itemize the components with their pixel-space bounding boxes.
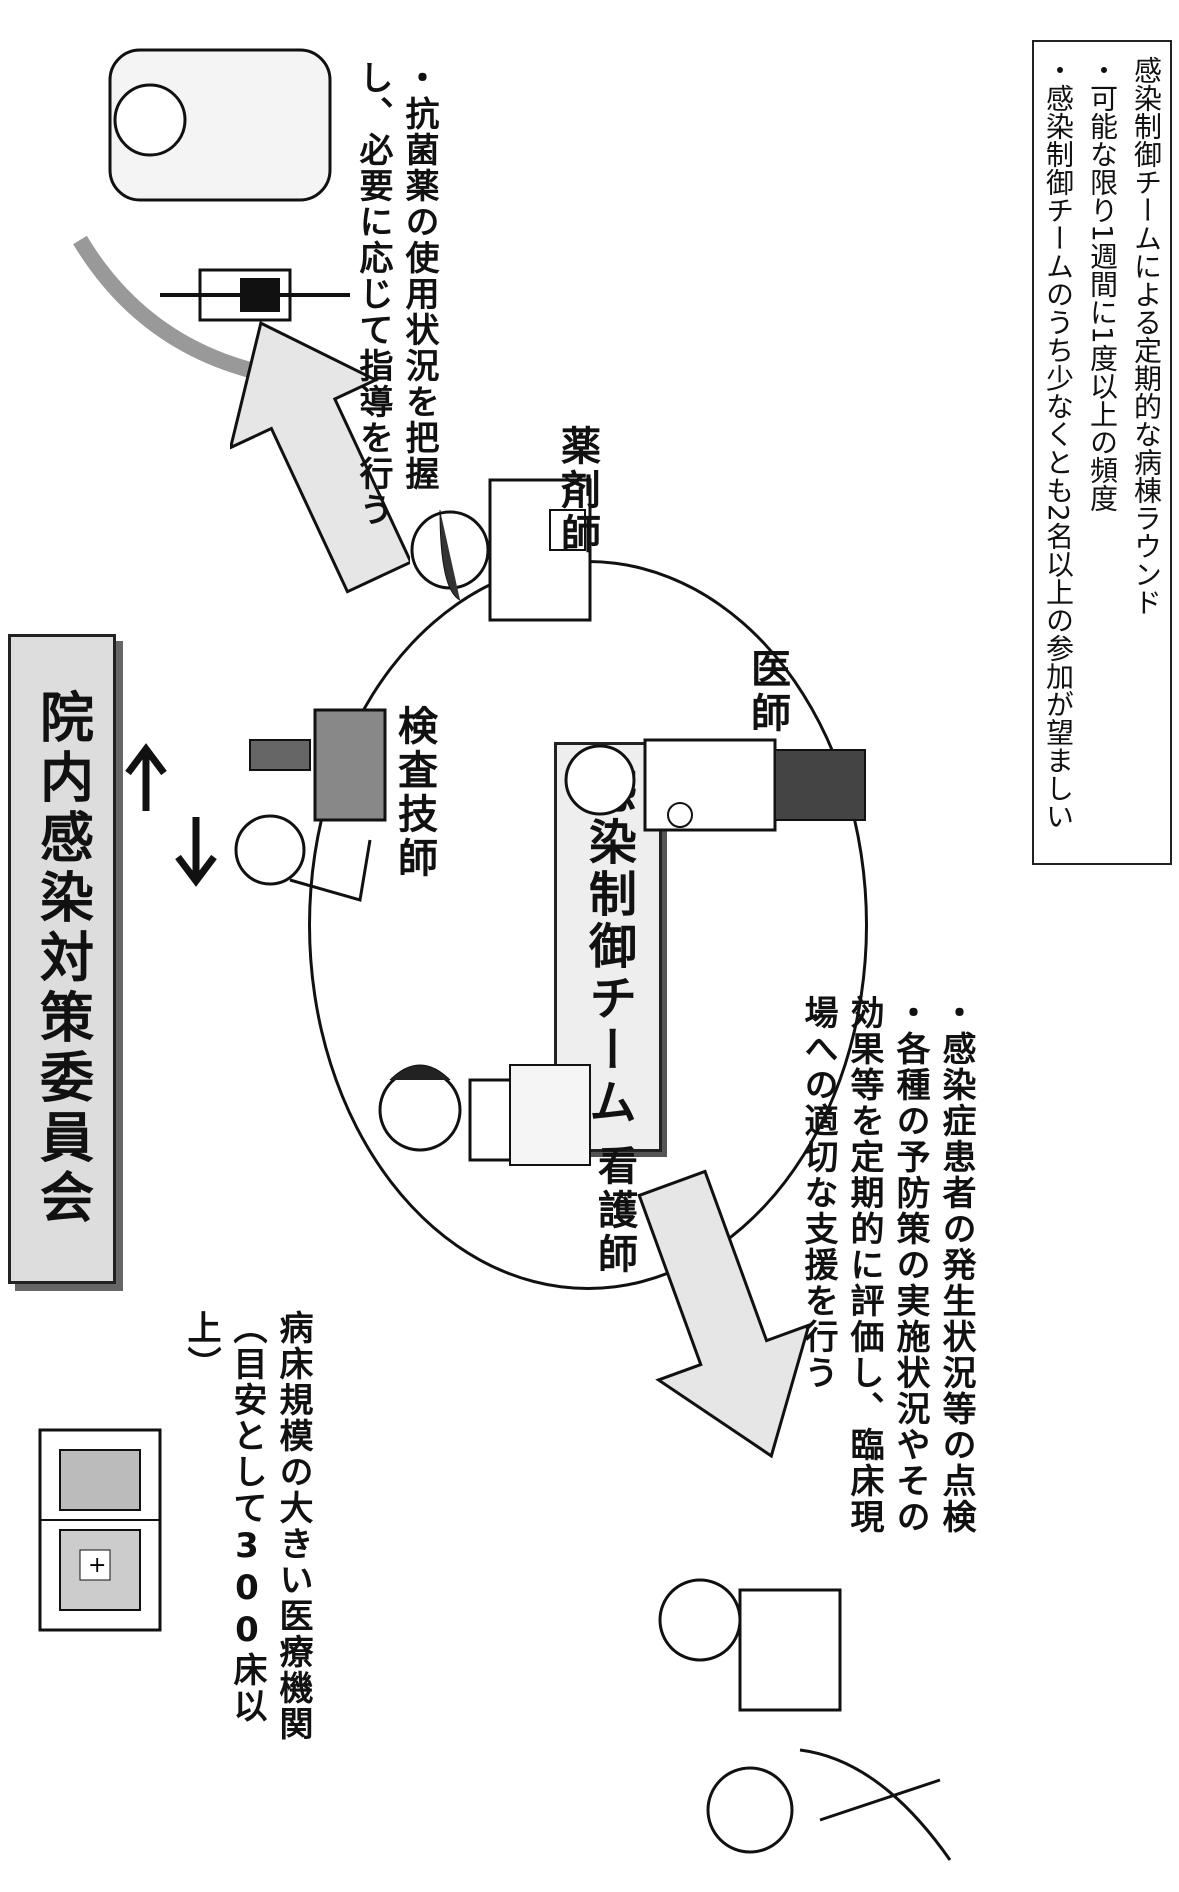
- team-note-line2: ・各種の予防策の実施状況やその: [890, 995, 930, 1535]
- info-line1: 感染制御チームによる定期的な病棟ラウンド: [1130, 56, 1163, 616]
- pharmacist-note-line2: し、必要に応じて指導を行う: [353, 60, 393, 528]
- team-note-line3: 効果等を定期的に評価し、臨床現: [844, 995, 884, 1535]
- team-note-line1: ・感染症患者の発生状況等の点検: [936, 995, 976, 1535]
- role-pharmacist: 薬剤師: [554, 425, 600, 557]
- up-arrow-icon: [125, 743, 167, 811]
- down-arrow-icon: [637, 1169, 812, 1459]
- team-note-line4: 場への適切な支援を行う: [798, 995, 838, 1391]
- ward-round-info-box: 感染制御チームによる定期的な病棟ラウンド ・可能な限り1週間に1度以上の頻度 ・…: [1032, 40, 1172, 865]
- committee-title: 院内感染対策委員会: [30, 689, 94, 1229]
- microscope-technician-icon: [234, 708, 387, 902]
- role-nurse: 看護師: [591, 1145, 637, 1277]
- iv-drip-patient-icon: [73, 48, 350, 378]
- committee-title-box: 院内感染対策委員会: [8, 634, 116, 1284]
- team-note: ・感染症患者の発生状況等の点検 ・各種の予防策の実施状況やその 効果等を定期的に…: [795, 995, 979, 1595]
- role-lab-technician: 検査技師: [391, 705, 437, 881]
- hospital-note-line1: 病床規模の大きい医療機関: [273, 1310, 313, 1742]
- nurse-figure-icon: [378, 1064, 591, 1166]
- svg-text:+: +: [88, 1553, 106, 1578]
- committee-arrows: [125, 743, 217, 887]
- hospital-note-line2: （目安として300床以上）: [181, 1310, 267, 1724]
- info-line2: ・可能な限り1週間に1度以上の頻度: [1086, 56, 1119, 512]
- pharmacist-note: ・抗菌薬の使用状況を把握 し、必要に応じて指導を行う: [350, 60, 442, 530]
- up-arrow-icon: [230, 320, 410, 594]
- info-line3: ・感染制御チームのうち少なくとも2名以上の参加が望ましい: [1042, 56, 1075, 830]
- role-doctor: 医師: [744, 648, 790, 736]
- pharmacist-note-line1: ・抗菌薬の使用状況を把握: [399, 60, 439, 492]
- hospital-building-icon: +: [38, 1428, 162, 1632]
- down-arrow-icon: [175, 817, 217, 887]
- hospital-note: 病床規模の大きい医療機関 （目安として300床以上）: [178, 1310, 316, 1750]
- patient-bed-icon: [658, 1578, 952, 1861]
- doctor-figure-icon: [564, 738, 866, 832]
- pharmacist-figure-icon: [410, 478, 592, 622]
